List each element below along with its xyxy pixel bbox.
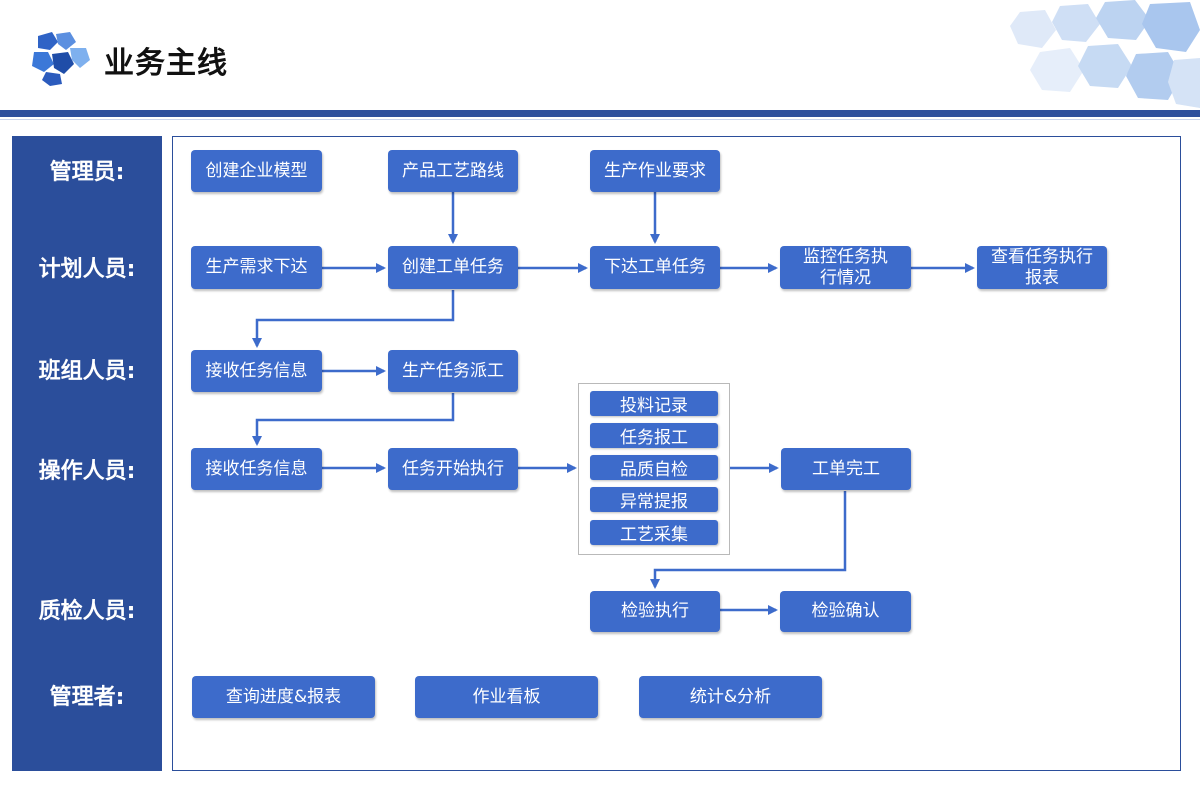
lane-label-operator: 操作人员:: [38, 459, 136, 484]
view-task-report-box[interactable]: 查看任务执行报表: [977, 246, 1107, 289]
production-requirement-box[interactable]: 生产作业要求: [590, 150, 720, 192]
lane-label-team: 班组人员:: [38, 359, 136, 384]
lane-label-manager: 管理者:: [49, 685, 125, 710]
operator-step-item[interactable]: 工艺采集: [590, 520, 718, 545]
lane-label-quality: 质检人员:: [38, 599, 136, 624]
start-task-box[interactable]: 任务开始执行: [388, 448, 518, 490]
create-work-order-box[interactable]: 创建工单任务: [388, 246, 518, 289]
team-receive-task-box[interactable]: 接收任务信息: [191, 350, 322, 392]
work-order-complete-box[interactable]: 工单完工: [781, 448, 911, 490]
header-divider-thin: [0, 119, 1200, 120]
lane-label-planner: 计划人员:: [38, 257, 136, 282]
operator-step-item[interactable]: 品质自检: [590, 455, 718, 480]
header-divider: [0, 110, 1200, 117]
issue-work-order-box[interactable]: 下达工单任务: [590, 246, 720, 289]
work-kanban-box[interactable]: 作业看板: [415, 676, 598, 718]
operator-step-item[interactable]: 投料记录: [590, 391, 718, 416]
inspection-confirm-box[interactable]: 检验确认: [780, 591, 911, 632]
progress-report-query-box[interactable]: 查询进度&报表: [192, 676, 375, 718]
monitor-task-box[interactable]: 监控任务执行情况: [780, 246, 911, 289]
demand-release-box[interactable]: 生产需求下达: [191, 246, 322, 289]
inspection-execute-box[interactable]: 检验执行: [590, 591, 720, 632]
logo-icon: [32, 32, 90, 86]
create-enterprise-model-box[interactable]: 创建企业模型: [191, 150, 322, 192]
operator-receive-task-box[interactable]: 接收任务信息: [191, 448, 322, 490]
lane-label-admin: 管理员:: [49, 160, 125, 185]
hexagon-decoration-icon: [1010, 0, 1200, 108]
statistics-analysis-box[interactable]: 统计&分析: [639, 676, 822, 718]
flow-frame: [172, 136, 1181, 771]
product-process-route-box[interactable]: 产品工艺路线: [388, 150, 518, 192]
dispatch-task-box[interactable]: 生产任务派工: [388, 350, 518, 392]
page-title: 业务主线: [104, 46, 228, 81]
operator-step-item[interactable]: 任务报工: [590, 423, 718, 448]
role-lane-column: [12, 136, 162, 771]
operator-step-item[interactable]: 异常提报: [590, 487, 718, 512]
